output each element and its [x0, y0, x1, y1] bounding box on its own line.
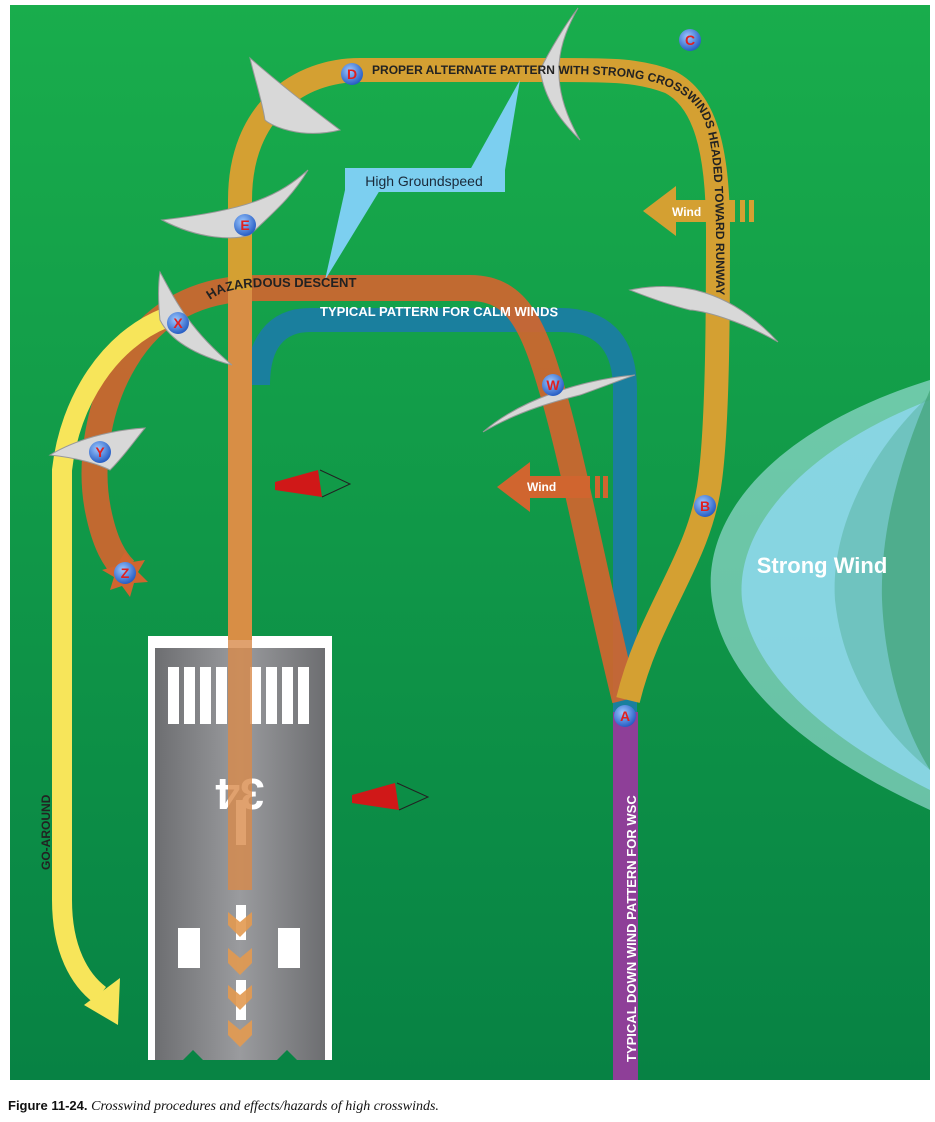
- point-y: Y: [89, 441, 111, 463]
- approach-chevrons: [228, 912, 252, 1047]
- calm-pattern-label: TYPICAL PATTERN FOR CALM WINDS: [320, 304, 559, 320]
- calm-wind-pattern: [246, 308, 637, 1075]
- figure-caption: Figure 11-24. Crosswind procedures and e…: [8, 1098, 439, 1115]
- wind-arrow-lower: [497, 462, 608, 512]
- aircraft-icon: [539, 7, 581, 141]
- point-w: W: [542, 374, 564, 396]
- point-a: A: [614, 705, 636, 727]
- caption-text: Crosswind procedures and effects/hazards…: [91, 1099, 439, 1114]
- high-groundspeed-callout: [325, 80, 520, 280]
- point-b: B: [694, 495, 716, 517]
- point-markers: A B C D E W X Y Z: [89, 29, 716, 727]
- downwind-wsc-label: TYPICAL DOWN WIND PATTERN FOR WSC: [624, 795, 639, 1062]
- svg-text:B: B: [700, 498, 710, 514]
- high-groundspeed-label: High Groundspeed: [365, 173, 483, 189]
- svg-text:C: C: [685, 32, 695, 48]
- point-c: C: [679, 29, 701, 51]
- svg-text:E: E: [240, 217, 249, 233]
- svg-text:Z: Z: [121, 565, 130, 581]
- wind-label-upper: Wind: [672, 205, 701, 219]
- strong-wind-label: Strong Wind: [757, 553, 888, 578]
- svg-text:A: A: [620, 708, 630, 724]
- windsock-icon: [352, 782, 430, 811]
- svg-text:W: W: [546, 377, 560, 393]
- go-around-arrowhead: [84, 978, 120, 1025]
- svg-text:Y: Y: [95, 444, 105, 460]
- wind-label-lower: Wind: [527, 480, 556, 494]
- threshold-markings: [168, 667, 309, 724]
- caption-number: Figure 11-24.: [8, 1098, 88, 1113]
- point-x: X: [167, 312, 189, 334]
- go-around-label: GO-AROUND: [39, 794, 53, 870]
- final-approach-track: [228, 290, 252, 890]
- point-e: E: [234, 214, 256, 236]
- aircraft-icon: [249, 56, 342, 134]
- go-around-path: [52, 308, 169, 1003]
- point-z: Z: [114, 562, 136, 584]
- point-d: D: [341, 63, 363, 85]
- wind-arrow-upper: [643, 186, 754, 236]
- windsock-icon: [275, 469, 352, 498]
- aircraft-icon: [160, 169, 309, 239]
- svg-text:D: D: [347, 66, 357, 82]
- strong-wind-area: [710, 380, 930, 810]
- proper-alternate-pattern: [228, 58, 731, 703]
- downwind-wsc-bar: [613, 712, 638, 1080]
- aircraft-icon: [628, 286, 779, 343]
- aircraft-icon: [482, 374, 636, 433]
- svg-text:X: X: [173, 315, 183, 331]
